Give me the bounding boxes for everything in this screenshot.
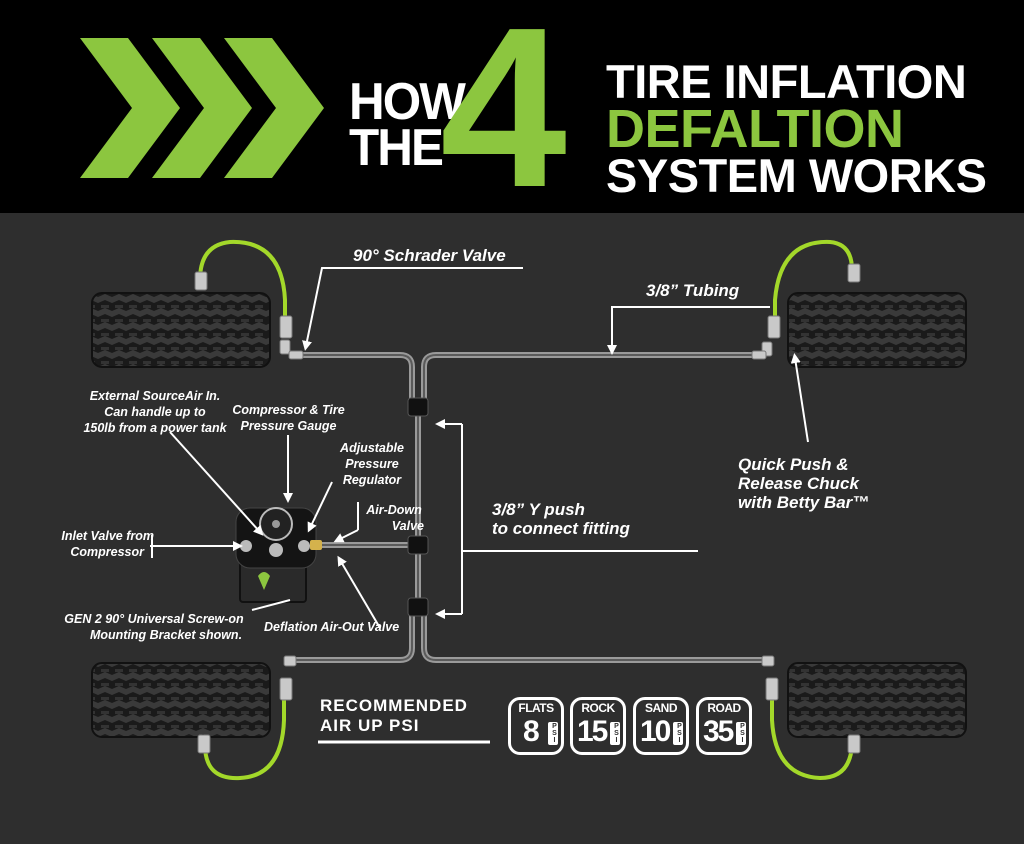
label-quick-push-chuck: Quick Push & Release Chuck with Betty Ba… (738, 455, 870, 512)
recommended-title: RECOMMENDED (320, 696, 468, 715)
label-pressure-regulator: Adjustable Pressure Regulator (340, 441, 404, 487)
psi-unit: PSI (548, 722, 558, 745)
header-banner: HOW THE 4 TIRE INFLATION DEFALTION SYSTE… (0, 0, 1024, 235)
title-how: HOW (349, 73, 466, 131)
label-air-down-valve: Air-Down Valve (366, 503, 424, 533)
psi-badge-value: 35 (703, 715, 734, 748)
psi-unit: PSI (673, 722, 683, 745)
tire-top-right (787, 292, 967, 368)
fitting-icon (407, 397, 429, 617)
label-tubing: 3/8” Tubing (646, 281, 740, 300)
hose-top-right (773, 239, 854, 318)
psi-unit: PSI (610, 722, 620, 745)
tire-bottom-left (91, 662, 271, 738)
leader-lines (150, 267, 809, 744)
label-deflation-valve: Deflation Air-Out Valve (264, 620, 400, 634)
psi-badge-label: ROCK (581, 701, 615, 715)
psi-badge-label: SAND (644, 701, 678, 715)
tire-top-left (91, 292, 271, 368)
psi-unit: PSI (736, 722, 746, 745)
psi-badge-value: 8 (523, 715, 540, 748)
chevron-2 (152, 38, 252, 178)
chevron-1 (80, 38, 180, 178)
hose-top-left (198, 239, 287, 318)
gauge-icon (235, 507, 322, 603)
chevron-right-icon (80, 38, 324, 178)
label-inlet-valve: Inlet Valve from Compressor (61, 529, 154, 559)
psi-badge-value: 15 (577, 715, 608, 748)
hose-bottom-left (203, 700, 286, 781)
title-line3: SYSTEM WORKS (606, 149, 987, 202)
label-gen2-bracket: GEN 2 90° Universal Screw-on Mounting Br… (64, 612, 244, 642)
recommended-subtitle: AIR UP PSI (320, 716, 420, 735)
title-the: THE (349, 119, 444, 177)
chevron-3 (224, 38, 324, 178)
label-compressor-gauge: Compressor & Tire Pressure Gauge (232, 403, 345, 433)
title-four: 4 (440, 0, 567, 235)
title-line2: DEFALTION (606, 99, 904, 159)
label-y-push-fitting: 3/8” Y push to connect fitting (492, 500, 630, 538)
tire-icon (91, 292, 967, 738)
tubing-network (287, 352, 773, 663)
title-line1: TIRE INFLATION (606, 55, 967, 108)
psi-badge-label: FLATS (518, 701, 554, 715)
valve-icon (194, 263, 861, 754)
green-hoses (198, 239, 854, 781)
label-schrader-valve: 90° Schrader Valve (353, 246, 506, 265)
psi-badge-value: 10 (640, 715, 671, 748)
label-external-source: External SourceAir In. Can handle up to … (83, 389, 227, 435)
hose-bottom-right (770, 700, 854, 781)
psi-badge-label: ROAD (707, 701, 741, 715)
tire-bottom-right (787, 662, 967, 738)
